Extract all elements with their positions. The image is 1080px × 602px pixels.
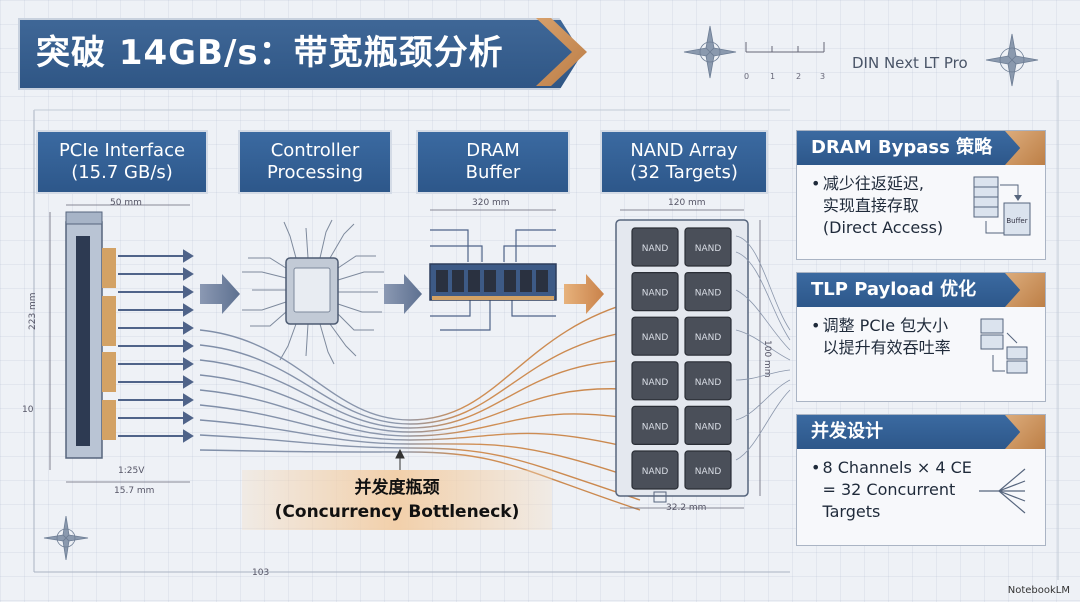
- nand-chip: [684, 405, 732, 445]
- stage-arrow-1: [200, 274, 240, 314]
- bottleneck-title: 并发度瓶颈: [354, 478, 440, 498]
- bullet: •: [811, 174, 821, 193]
- stage-title: NAND Array: [630, 140, 738, 161]
- nand-chip-label: NAND: [695, 333, 722, 343]
- nand-chip: [631, 450, 679, 490]
- pcie-ratio-label: 1:25V: [118, 466, 145, 476]
- concurrency-flow-bundle: [199, 299, 641, 511]
- bullet: •: [811, 316, 821, 335]
- stage-title: Controller: [270, 140, 360, 161]
- side-card-header: TLP Payload 优化: [797, 273, 1031, 307]
- nand-chip-label: NAND: [642, 422, 669, 432]
- pcie-bottom-label: 15.7 mm: [114, 486, 155, 496]
- card-line: 以提升有效吞吐率: [822, 338, 951, 357]
- bullet: •: [811, 458, 821, 477]
- card-line: (Direct Access): [822, 218, 944, 237]
- font-label: DIN Next LT Pro: [852, 54, 968, 72]
- stage-subtitle: Buffer: [465, 162, 521, 183]
- controller-chip-graphic: [242, 219, 384, 365]
- nand-chip: [631, 227, 679, 267]
- ruler-graphic: [745, 42, 825, 53]
- nand-chip-label: NAND: [695, 378, 722, 388]
- nand-chip-label: NAND: [642, 333, 669, 343]
- compass-rose-icon: [683, 25, 737, 79]
- nand-height-label: 100 mm: [762, 340, 772, 378]
- side-card-concurrency: 并发设计 • 8 Channels × 4 CE = 32 Concurrent…: [796, 414, 1046, 546]
- card-line: Targets: [822, 502, 881, 521]
- stage-header-controller: Controller Processing: [238, 130, 392, 194]
- nand-width-label: 120 mm: [668, 198, 706, 208]
- stage-subtitle: (15.7 GB/s): [71, 162, 173, 183]
- stage-arrow-3: [564, 274, 604, 314]
- card-line: 实现直接存取: [822, 196, 919, 215]
- nand-chip: [684, 316, 732, 356]
- page-title: 突破 14GB/s：带宽瓶颈分析: [36, 33, 504, 73]
- card-line: 调整 PCIe 包大小: [822, 316, 949, 335]
- card-line: 减少往返延迟,: [822, 174, 924, 193]
- compass-rose-icon: [985, 33, 1039, 87]
- nand-chip-label: NAND: [642, 244, 669, 254]
- buffer-icon-label: Buffer: [1006, 217, 1027, 225]
- pcie-height-label: 223 mm: [28, 292, 38, 330]
- side-card-header: 并发设计: [797, 415, 1031, 449]
- nand-chip: [631, 361, 679, 401]
- nand-chip-label: NAND: [695, 422, 722, 432]
- nand-chip-label: NAND: [695, 244, 722, 254]
- nand-chip-label: NAND: [642, 289, 669, 299]
- nand-chip-label: NAND: [695, 467, 722, 477]
- pcie-width-label: 50 mm: [110, 198, 142, 208]
- nand-chip: [684, 450, 732, 490]
- stage-subtitle: (32 Targets): [630, 162, 738, 183]
- stage-subtitle: Processing: [266, 162, 364, 183]
- side-card-tlp-payload: TLP Payload 优化 • 调整 PCIe 包大小 以提升有效吞吐率: [796, 272, 1046, 402]
- stage-header-pcie: PCIe Interface (15.7 GB/s): [36, 130, 208, 194]
- nand-chip: [684, 361, 732, 401]
- compass-rose-icon: [43, 515, 89, 561]
- nand-chip-label: NAND: [642, 378, 669, 388]
- watermark: NotebookLM: [1007, 585, 1070, 596]
- frame-left-label: 10: [22, 405, 34, 415]
- pcie-card-graphic: [49, 204, 190, 483]
- frame-bottom-label: 103: [252, 568, 270, 578]
- bottleneck-subtitle: (Concurrency Bottleneck): [274, 502, 520, 522]
- nand-chip: [631, 272, 679, 312]
- nand-chip-label: NAND: [695, 289, 722, 299]
- nand-chip: [684, 227, 732, 267]
- nand-chip-label: NAND: [642, 467, 669, 477]
- nand-chip-grid: NAND NAND NAND NAND NAND NAND NAND NAND NAND NAND…: [631, 227, 732, 490]
- stage-arrow-2: [384, 274, 422, 314]
- side-card-header: DRAM Bypass 策略: [797, 131, 1031, 165]
- title-banner: [18, 18, 582, 90]
- side-card-dram-bypass: DRAM Bypass 策略 • 减少往返延迟, 实现直接存取 (Direct …: [796, 130, 1046, 260]
- nand-chip: [684, 272, 732, 312]
- nand-bottom-label: 32.2 mm: [666, 503, 707, 513]
- dram-module-graphic: [429, 209, 557, 331]
- stage-header-dram: DRAM Buffer: [416, 130, 570, 194]
- card-line: 8 Channels × 4 CE: [822, 458, 972, 477]
- buffer-bypass-icon: Buffer: [973, 176, 1031, 236]
- bottleneck-pointer: [395, 448, 405, 470]
- stage-header-nand: NAND Array (32 Targets): [600, 130, 768, 194]
- nand-chip: [631, 316, 679, 356]
- packet-resize-icon: [980, 318, 1028, 374]
- stage-title: DRAM: [466, 140, 520, 161]
- nand-chip: [631, 405, 679, 445]
- fan-out-icon: [979, 468, 1026, 514]
- stage-title: PCIe Interface: [58, 140, 186, 161]
- bottleneck-label: 并发度瓶颈 (Concurrency Bottleneck): [242, 470, 552, 530]
- pcie-lane-arrows: [118, 249, 194, 443]
- dram-width-label: 320 mm: [472, 198, 510, 208]
- card-line: = 32 Concurrent: [822, 480, 956, 499]
